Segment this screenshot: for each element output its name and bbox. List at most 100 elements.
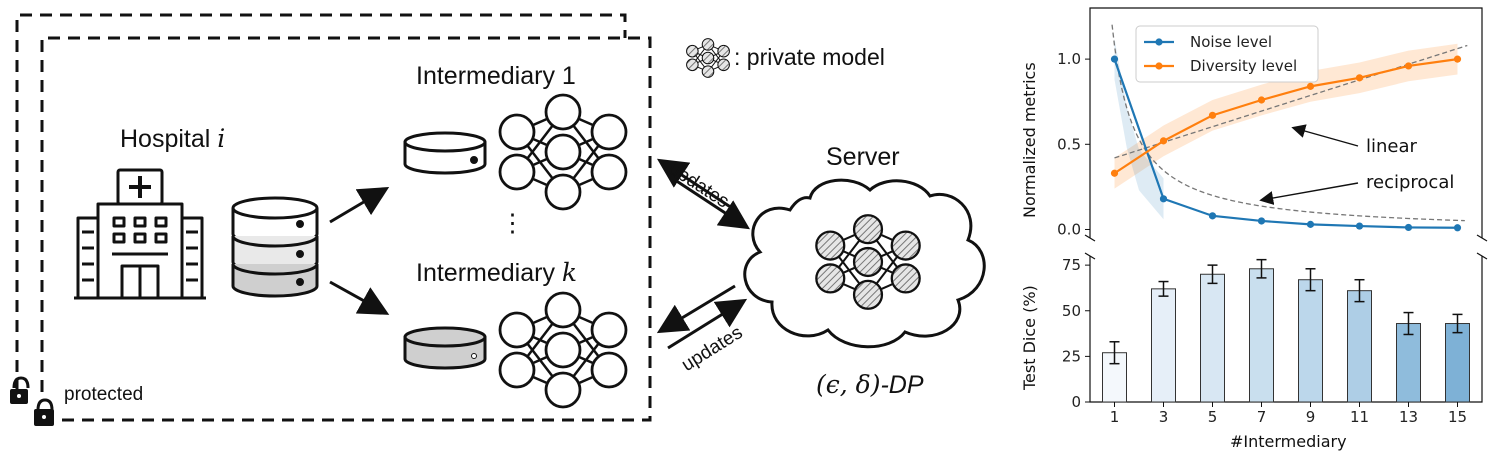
intermediary-1-network-icon	[498, 93, 628, 211]
network-node	[544, 331, 582, 369]
diversity-level-point	[1159, 137, 1168, 145]
network-node	[701, 38, 715, 51]
legend-label: Diversity level	[1190, 57, 1297, 75]
diversity-level-point	[1404, 62, 1413, 70]
server-label: Server	[826, 143, 900, 171]
network-node	[701, 51, 715, 65]
noise-level-point	[1110, 55, 1119, 63]
protected-label: protected	[64, 384, 144, 405]
axis-break-mark	[1084, 234, 1096, 242]
noise-level-line	[1113, 58, 1458, 229]
private-model-legend-icon	[686, 38, 730, 78]
bar	[1249, 268, 1274, 403]
intermediary-k-label-text: Intermediary	[416, 259, 555, 287]
intermediary-1-label: Intermediary 1	[416, 62, 576, 90]
x-tick-label: 13	[1399, 408, 1418, 426]
x-tick-label: 7	[1257, 408, 1267, 426]
noise-level-point	[1208, 212, 1217, 220]
bottom-chart-xlabel: #Intermediary	[1230, 432, 1347, 451]
network-node	[717, 58, 730, 72]
legend-marker	[1155, 38, 1163, 46]
network-node	[498, 113, 536, 151]
intermediary-k-label: Intermediary k	[416, 258, 577, 288]
bar	[1347, 290, 1372, 403]
bar	[1445, 323, 1470, 403]
top-chart-frame	[1089, 7, 1483, 238]
network-node	[498, 153, 536, 191]
noise-level-point	[1159, 195, 1168, 203]
ellipsis-dots: ⋮	[500, 209, 525, 237]
hospital-index: i	[217, 124, 226, 153]
network-node	[890, 263, 921, 294]
network-node	[498, 351, 536, 389]
private-model-legend-label: : private model	[734, 44, 885, 70]
network-node	[544, 371, 582, 409]
x-tick-label: 1	[1110, 408, 1120, 426]
linear-annotation-arrow	[1291, 124, 1359, 147]
legend-marker	[1155, 62, 1163, 70]
x-tick-label: 3	[1159, 408, 1169, 426]
network-node	[544, 173, 582, 211]
protection-boundary	[15, 13, 652, 422]
bar	[1396, 323, 1421, 403]
y-tick-label: 25	[1062, 347, 1081, 365]
x-tick-label: 9	[1306, 408, 1316, 426]
bar	[1200, 273, 1225, 403]
axis-break-mark	[1084, 252, 1096, 260]
network-node	[590, 113, 628, 151]
diversity-band	[1114, 43, 1458, 189]
noise-level-point	[1453, 224, 1462, 232]
network-node	[590, 311, 628, 349]
dp-label: (ϵ, δ)-DP	[816, 370, 924, 400]
noise-band	[1114, 38, 1164, 220]
network-node	[717, 44, 730, 58]
reciprocal-annotation-arrow	[1259, 182, 1359, 205]
hospital-icon	[74, 168, 206, 300]
noise-level-point	[1404, 223, 1413, 232]
diversity-level-point	[1453, 55, 1462, 63]
legend-label: Noise level	[1190, 33, 1272, 51]
noise-level-point	[1306, 220, 1315, 228]
diversity-level-point	[1306, 82, 1315, 90]
hospital-label: Hospital i	[120, 124, 225, 154]
network-node	[852, 214, 884, 245]
y-tick-label: 1.0	[1057, 50, 1081, 68]
diversity-level-point	[1355, 74, 1364, 82]
linear-annotation: linear	[1366, 136, 1417, 157]
noise-level-point	[1257, 217, 1266, 225]
y-tick-label: 0.5	[1057, 135, 1081, 153]
bottom-chart-frame	[1089, 256, 1483, 403]
axis-break-mark	[1476, 234, 1488, 242]
network-node	[498, 311, 536, 349]
x-tick-label: 11	[1350, 408, 1369, 426]
intermediary-k-network-icon	[498, 291, 628, 409]
intermediary-1-database-icon	[403, 131, 487, 175]
bottom-chart-ylabel: Test Dice (%)	[1020, 285, 1039, 390]
dp-label-suffix: -DP	[880, 371, 924, 399]
y-tick-label: 50	[1062, 302, 1081, 320]
network-node	[852, 279, 884, 310]
diversity-level-point	[1257, 96, 1266, 104]
axis-break-mark	[1476, 252, 1488, 260]
network-node	[815, 263, 846, 294]
network-node	[544, 93, 582, 131]
server-network-icon	[815, 214, 921, 310]
y-tick-label: 75	[1062, 256, 1081, 274]
diversity-level-point	[1110, 169, 1119, 177]
network-node	[890, 230, 921, 261]
hospital-label-text: Hospital	[120, 125, 211, 153]
reciprocal-fit-line	[1111, 24, 1465, 222]
reciprocal-annotation: reciprocal	[1366, 172, 1455, 193]
network-node	[590, 153, 628, 191]
lock-icon-closed	[34, 398, 54, 426]
intermediary-k-database-icon	[403, 326, 487, 370]
legend-box	[1135, 25, 1319, 83]
network-node	[815, 230, 846, 261]
y-tick-label: 0.0	[1057, 220, 1081, 238]
y-tick-label: 0	[1071, 393, 1081, 411]
top-chart-ylabel: Normalized metrics	[1020, 62, 1039, 218]
x-tick-label: 15	[1448, 408, 1467, 426]
